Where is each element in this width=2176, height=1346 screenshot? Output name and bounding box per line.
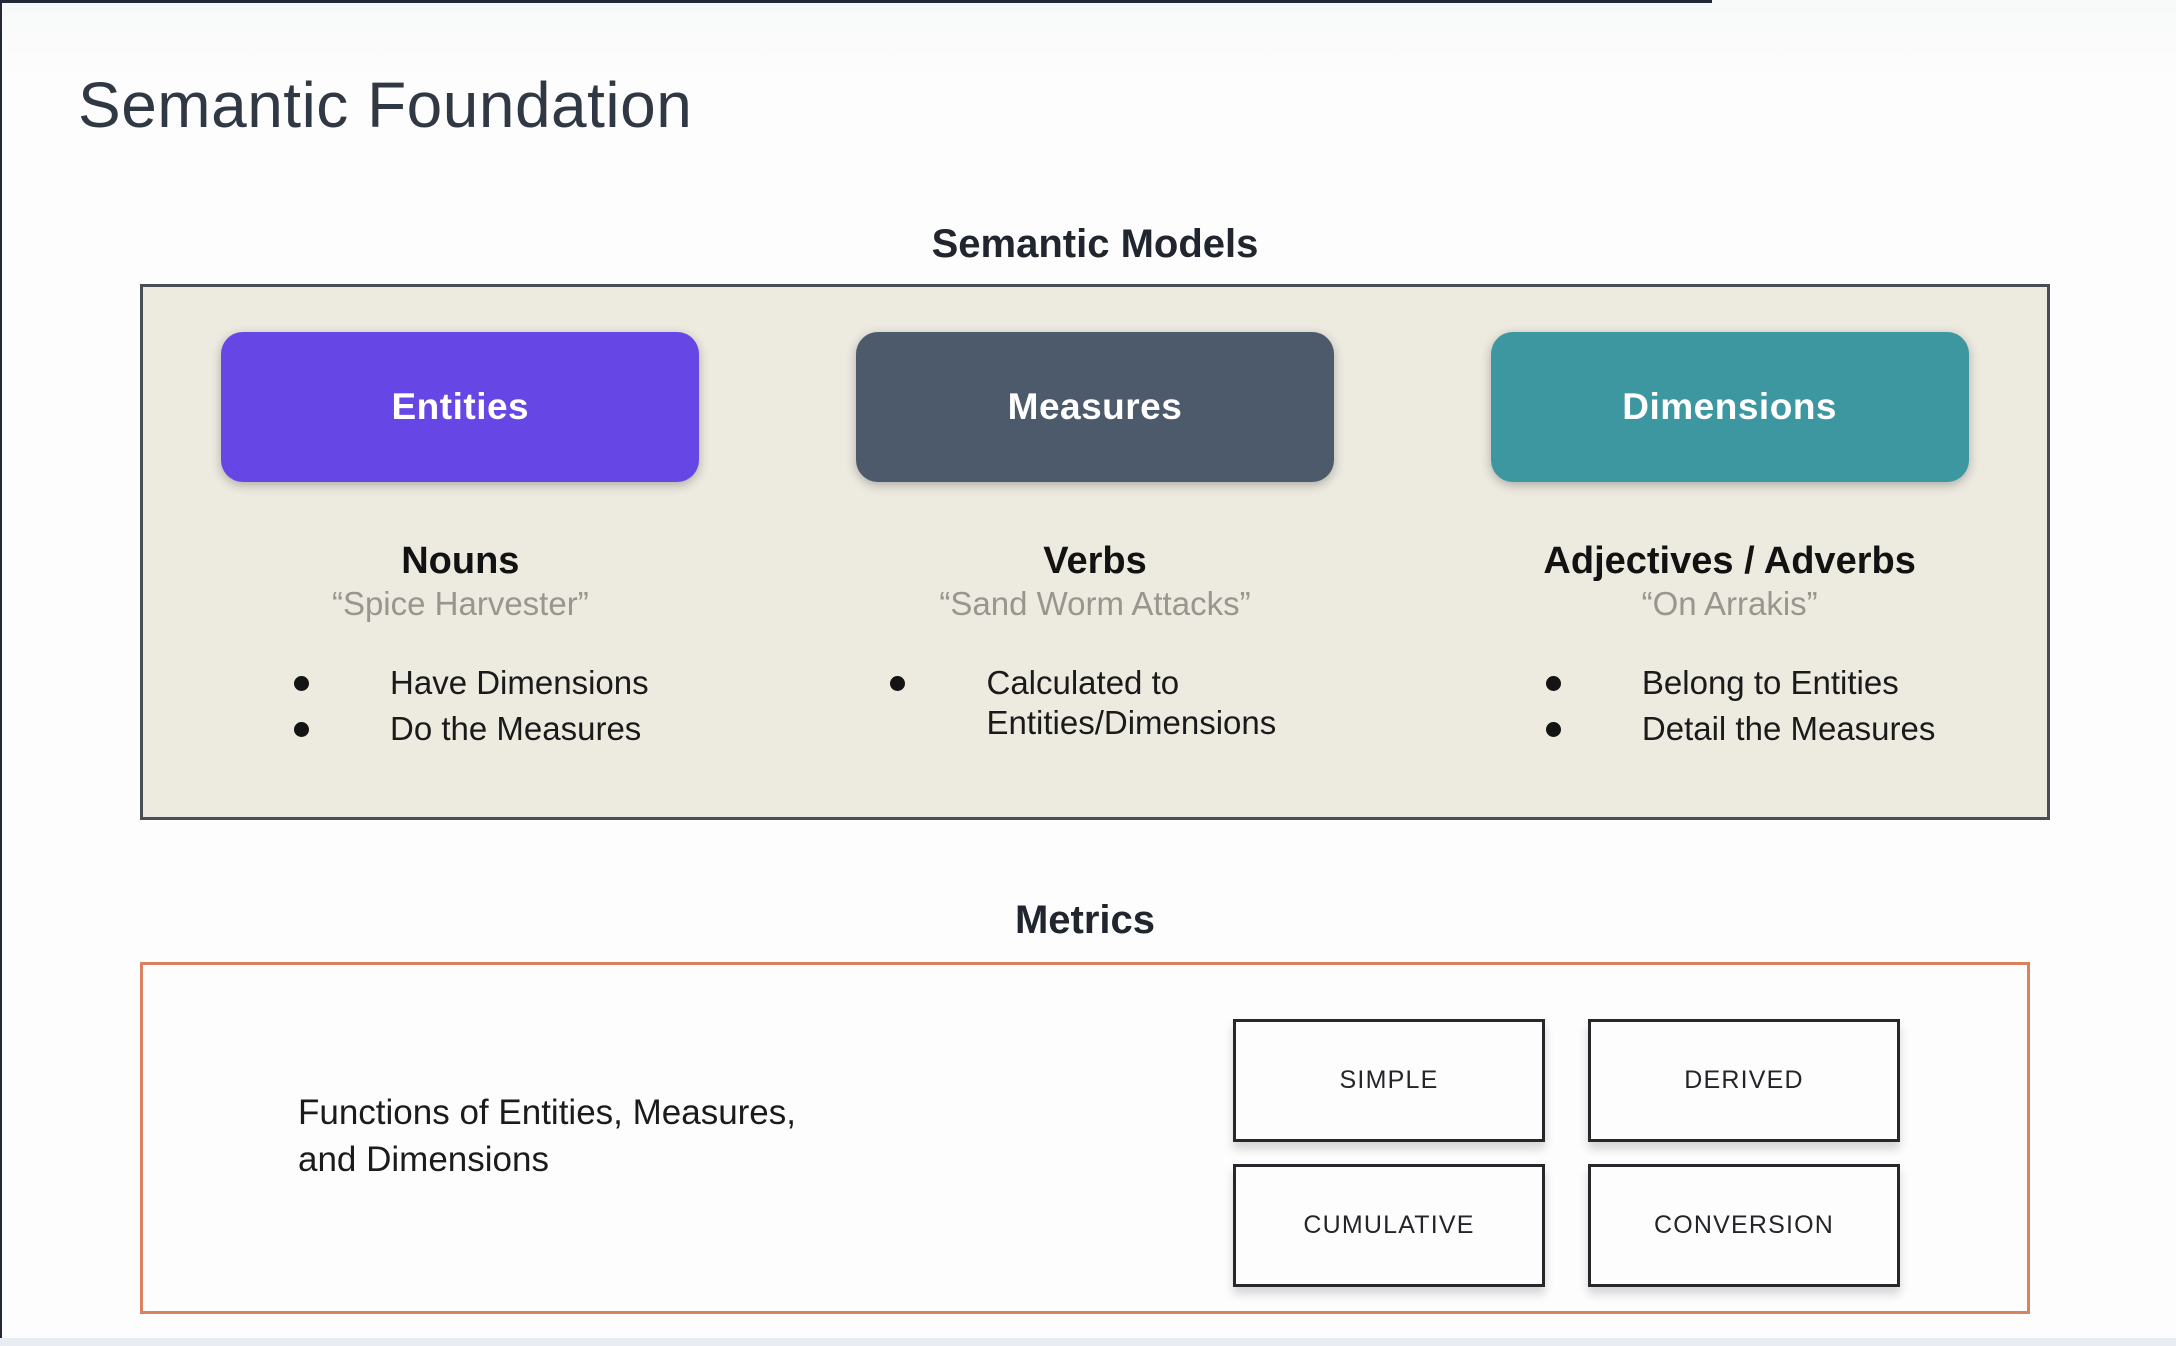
window-bottom-strip (0, 1338, 2176, 1346)
model-bullet-item: Do the Measures (272, 709, 649, 749)
metrics-description-line-1: Functions of Entities, Measures, (298, 1093, 796, 1132)
model-subtitle: Verbs (1043, 540, 1147, 582)
model-bullet-text: Have Dimensions (390, 664, 649, 701)
model-bullets: Calculated to Entities/Dimensions (868, 663, 1321, 749)
semantic-column: Measures Verbs “Sand Worm Attacks” Calcu… (778, 287, 1413, 817)
metric-type-box: CUMULATIVE (1233, 1164, 1545, 1287)
metric-type-label: CUMULATIVE (1303, 1211, 1475, 1239)
model-bullet-text: Detail the Measures (1641, 710, 1936, 747)
page-title: Semantic Foundation (78, 69, 693, 141)
model-quote: “Sand Worm Attacks” (939, 585, 1251, 622)
bullet-dot-icon (890, 676, 906, 691)
semantic-column: Entities Nouns “Spice Harvester” Have Di… (143, 287, 778, 817)
metrics-description-line-2: and Dimensions (298, 1140, 549, 1179)
model-bullet-item: Calculated to Entities/Dimensions (868, 663, 1321, 743)
model-pill: Measures (855, 332, 1334, 482)
model-subtitle: Adjectives / Adverbs (1543, 540, 1916, 582)
semantic-column: Dimensions Adjectives / Adverbs “On Arra… (1412, 287, 2047, 817)
model-pill-label: Dimensions (1622, 386, 1837, 427)
model-bullet-text: Belong to Entities (1641, 664, 1899, 701)
metric-type-label: SIMPLE (1339, 1066, 1439, 1094)
metric-type-label: CONVERSION (1653, 1211, 1835, 1239)
metric-type-box: DERIVED (1588, 1019, 1900, 1142)
bullet-dot-icon (294, 676, 310, 691)
window-edge-top (0, 0, 1712, 3)
model-bullet-text: Calculated to Entities/Dimensions (986, 664, 1277, 741)
window-edge-left (0, 0, 2, 1346)
bullet-dot-icon (1545, 676, 1561, 691)
model-pill-label: Entities (391, 386, 530, 427)
model-subtitle: Nouns (401, 540, 520, 582)
metric-type-label: DERIVED (1684, 1066, 1804, 1094)
semantic-models-heading: Semantic Models (931, 222, 1259, 266)
metric-type-box: SIMPLE (1233, 1019, 1545, 1142)
semantic-models-panel: Entities Nouns “Spice Harvester” Have Di… (140, 284, 2050, 820)
bullet-dot-icon (294, 722, 310, 737)
model-pill-label: Measures (1007, 386, 1183, 427)
model-bullet-text: Do the Measures (390, 710, 642, 747)
metrics-heading: Metrics (1014, 898, 1156, 942)
bullet-dot-icon (1545, 722, 1561, 737)
metrics-description: Functions of Entities, Measures, and Dim… (298, 1089, 796, 1183)
metric-type-grid: SIMPLE DERIVED CUMULATIVE CONVERSION (1233, 1019, 1900, 1287)
model-pill: Entities (221, 332, 700, 482)
model-bullet-item: Detail the Measures (1524, 709, 1935, 749)
model-quote: “On Arrakis” (1641, 585, 1818, 622)
metrics-panel: Functions of Entities, Measures, and Dim… (140, 962, 2030, 1314)
model-bullet-item: Belong to Entities (1524, 663, 1935, 703)
model-bullet-item: Have Dimensions (272, 663, 649, 703)
metric-type-box: CONVERSION (1588, 1164, 1900, 1287)
model-quote: “Spice Harvester” (331, 585, 589, 622)
model-bullets: Have Dimensions Do the Measures (272, 663, 649, 755)
model-pill: Dimensions (1490, 332, 1969, 482)
